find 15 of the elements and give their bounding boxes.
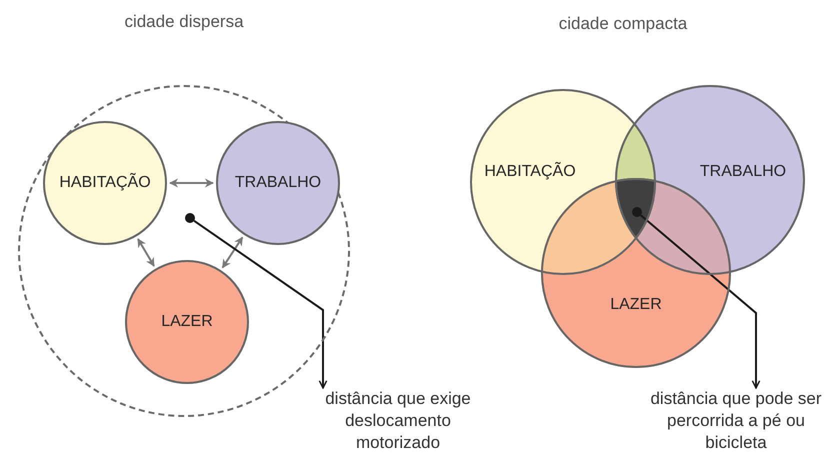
double-arrow [169,178,214,188]
callout-text: distância que pode ser percorrida a pé ou bicicleta [650,388,822,454]
diagram-heading: cidade compacta [558,14,688,34]
circle-node: HABITAÇÃO [43,121,167,245]
double-arrow [137,238,155,267]
leader-line [194,220,328,389]
circle-node: TRABALHO [216,121,340,245]
circle-node: TRABALHO [615,85,805,275]
double-arrow [222,236,244,268]
dot-marker [185,213,195,223]
circle-node: LAZER [541,178,731,368]
callout-text: distância que exige deslocamento motorizado [312,388,484,454]
circle-node: HABITAÇÃO [470,89,656,275]
circle-node: LAZER [125,260,249,384]
diagram-heading: cidade dispersa [123,12,245,32]
